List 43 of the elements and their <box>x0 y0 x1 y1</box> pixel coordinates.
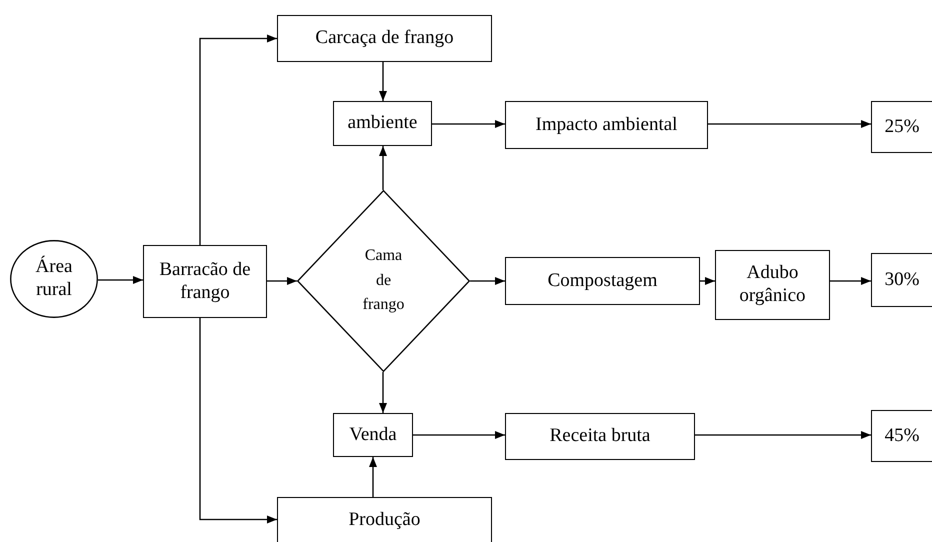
process-box <box>715 250 830 320</box>
node-label: Impacto ambiental <box>536 114 678 136</box>
node-label: 45% <box>884 424 920 448</box>
arrow <box>695 431 871 439</box>
arrow <box>199 318 277 524</box>
process-box <box>871 253 932 307</box>
arrow <box>267 277 297 285</box>
arrow <box>413 431 505 439</box>
process-box <box>333 101 432 146</box>
node-label: Carcaça de frango <box>315 27 454 50</box>
node-label: Adubo orgânico <box>738 262 807 308</box>
process-box <box>505 101 708 149</box>
arrow <box>830 277 871 285</box>
arrow <box>379 62 387 101</box>
arrow <box>470 277 505 285</box>
node-label: Receita bruta <box>550 425 650 448</box>
process-box <box>871 101 932 153</box>
arrow <box>199 34 277 245</box>
arrow <box>369 457 377 497</box>
node-label: Barracão de frango <box>158 258 252 304</box>
node-label: Cama de frango <box>362 246 406 316</box>
decision-diamond <box>297 190 470 372</box>
node-label: 25% <box>884 116 920 138</box>
node-label: ambiente <box>348 112 418 135</box>
process-box <box>505 413 695 460</box>
start-ellipse <box>10 240 98 318</box>
process-box <box>277 497 492 542</box>
node-label: Venda <box>349 424 397 446</box>
process-box <box>871 410 932 462</box>
arrow <box>432 120 505 128</box>
arrow <box>379 146 387 190</box>
process-box <box>333 413 413 457</box>
arrow <box>98 276 143 284</box>
process-box <box>277 15 492 62</box>
arrow <box>708 120 871 128</box>
process-box <box>143 245 267 318</box>
node-label: Área rural <box>34 256 74 302</box>
arrow <box>700 277 715 285</box>
arrow <box>379 372 387 413</box>
process-box <box>505 257 700 305</box>
node-label: Produção <box>348 508 420 532</box>
node-label: 30% <box>884 268 920 292</box>
node-label: Compostagem <box>548 270 658 292</box>
